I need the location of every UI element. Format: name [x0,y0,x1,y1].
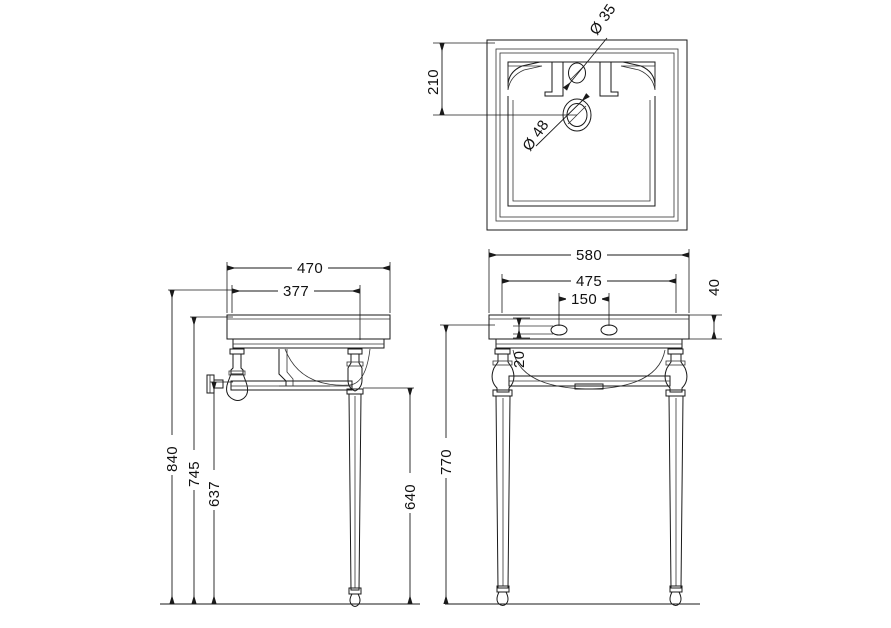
side-rail [231,381,352,390]
side-counter-top [227,315,390,339]
dim-40-label: 40 [706,279,723,296]
top-view-bowl-basin [508,96,655,206]
top-view: Ø 35 Ø 48 210 [425,1,687,230]
tap-hole-circle [569,63,586,83]
side-tap-valve [207,375,223,393]
dim-580-label: 580 [576,247,602,264]
front-view: 580 475 150 40 20 770 [437,245,724,606]
dim-840-label: 840 [164,446,181,472]
dim-770-label: 770 [438,449,455,475]
dim-637-label: 637 [206,481,223,507]
dim-210-label: 210 [425,69,442,95]
tap-hole-leader [562,37,608,91]
top-view-bowl-basin-inner [512,100,651,202]
dim-475-label: 475 [576,273,602,290]
side-leg-right [347,349,363,394]
dim-20-label: 20 [511,351,528,368]
front-rail [509,376,670,386]
top-view-right-shoulder [620,65,656,91]
top-view-bowl-outline [508,62,655,96]
waste-hole-diameter-label: Ø 48 [519,117,552,154]
front-tap-hole-right [601,325,617,335]
top-view-inner-rim-2 [499,52,675,218]
dim-377-label: 377 [283,283,309,300]
dim-640-label: 640 [402,484,419,510]
front-counter-apron [496,339,682,348]
dim-745-label: 745 [186,461,203,487]
front-bowl-curve [512,349,666,390]
front-tap-hole-left [551,325,567,335]
top-view-inner-rim [495,48,679,222]
side-view: 470 377 840 745 637 640 [160,258,420,607]
dim-470-label: 470 [297,260,323,277]
side-leg-long [349,394,361,607]
dim-150-label: 150 [571,291,597,308]
tap-hole-diameter-label: Ø 35 [586,1,619,38]
top-view-left-shoulder [507,65,543,91]
side-bowl-underside [284,348,371,386]
side-counter-apron [233,339,384,348]
front-leg-left [492,349,514,606]
front-leg-right [665,349,687,606]
waste-hole-leader [535,93,590,147]
side-leg-left [227,349,248,401]
top-view-outer-rim [487,40,687,230]
side-waste-pipe-2 [286,349,294,386]
side-waste-pipe [279,349,286,386]
